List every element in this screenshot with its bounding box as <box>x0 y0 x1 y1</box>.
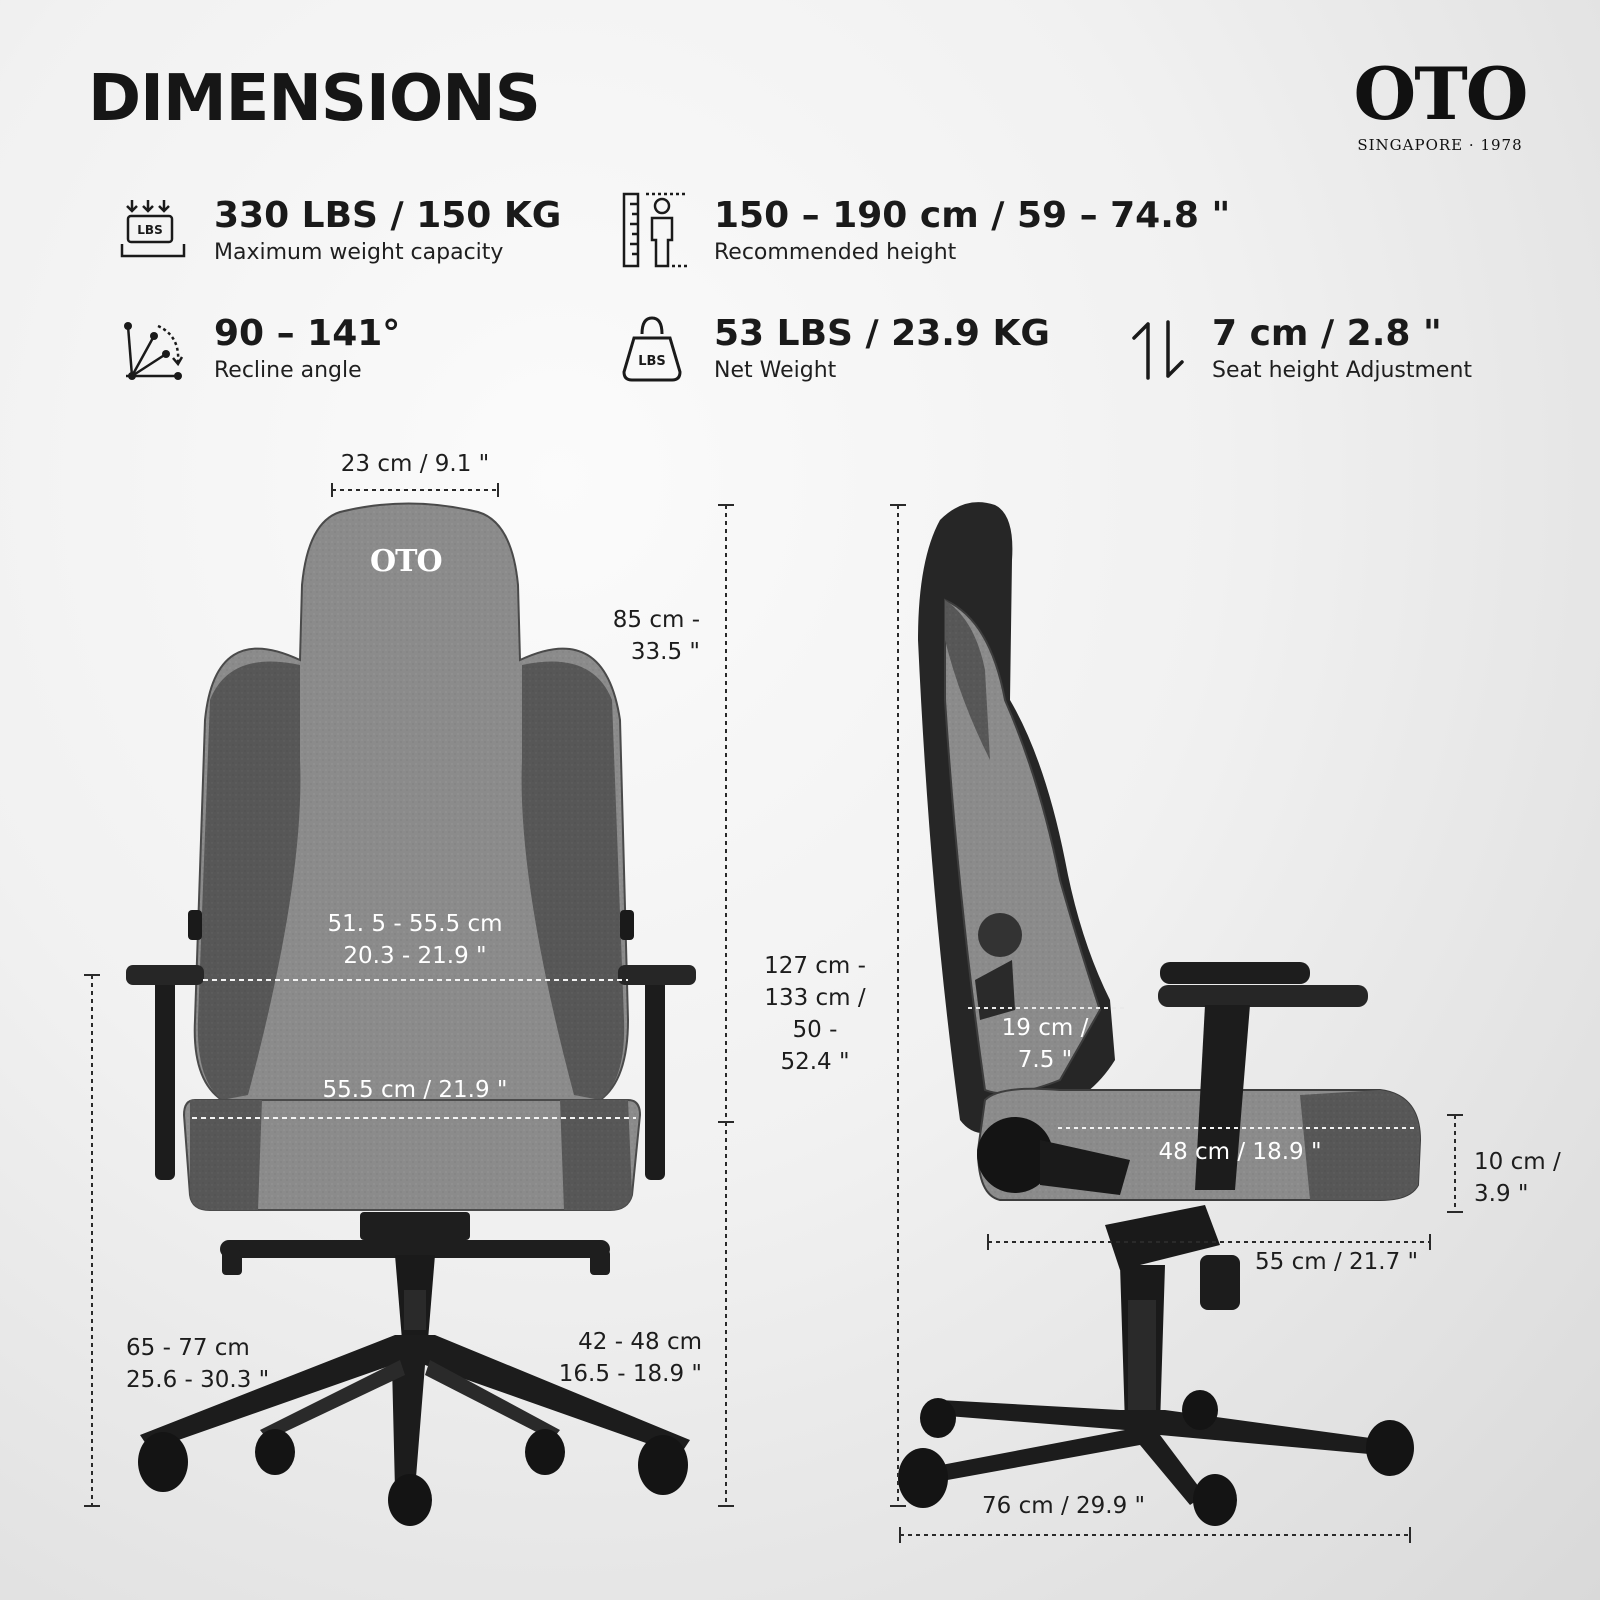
line: 33.5 " <box>630 639 700 665</box>
svg-text:LBS: LBS <box>137 223 162 237</box>
base-width-label: 76 cm / 29.9 " <box>982 1493 1146 1519</box>
line: 127 cm - <box>764 953 866 979</box>
up-down-arrows-icon <box>1132 320 1184 380</box>
right-arm-post <box>645 975 665 1180</box>
headrest-width-label: 23 cm / 9.1 " <box>340 451 490 477</box>
spec-weight-capacity: 330 LBS / 150 KG Maximum weight capacity <box>214 195 561 265</box>
line: 16.5 - 18.9 " <box>558 1361 702 1387</box>
front-backrest <box>193 502 630 1101</box>
spec-label: Recommended height <box>714 240 957 265</box>
lumbar-label: 19 cm / 7.5 " <box>985 1012 1105 1076</box>
spec-value: 330 LBS / 150 KG <box>214 195 562 236</box>
side-base <box>915 1400 1385 1505</box>
spec-value: 90 – 141° <box>214 313 401 354</box>
side-chair <box>898 502 1422 1526</box>
line: 52.4 " <box>780 1049 850 1075</box>
front-chair <box>126 502 696 1526</box>
front-base <box>140 1335 690 1490</box>
seat-depth-label: 48 cm / 18.9 " <box>1158 1139 1322 1165</box>
svg-text:LBS: LBS <box>638 354 666 369</box>
line: 7.5 " <box>1017 1047 1073 1073</box>
brand-logo: OTO SINGAPORE · 1978 <box>1340 51 1540 155</box>
side-arm-pad-top <box>1160 962 1310 984</box>
seat-width-label: 55.5 cm / 21.9 " <box>322 1077 508 1103</box>
kettlebell-weight-icon: LBS <box>622 316 682 382</box>
line: 42 - 48 cm <box>578 1329 702 1355</box>
page-title: DIMENSIONS <box>88 62 541 136</box>
backrest-width-label: 51. 5 - 55.5 cm 20.3 - 21.9 " <box>290 908 540 972</box>
total-height-label: 127 cm - 133 cm / 50 - 52.4 " <box>755 950 875 1078</box>
front-inner-dim-lines <box>192 979 636 1119</box>
spec-label: Recline angle <box>214 358 362 383</box>
spec-value: 150 – 190 cm / 59 – 74.8 " <box>714 195 1231 236</box>
seat-height-label: 42 - 48 cm 16.5 - 18.9 " <box>520 1326 702 1390</box>
line: 65 - 77 cm <box>126 1335 250 1361</box>
side-casters <box>898 1390 1414 1526</box>
right-wing <box>521 661 625 1100</box>
line: 19 cm / <box>1001 1015 1089 1041</box>
left-wing <box>197 661 301 1100</box>
front-casters <box>138 1429 688 1526</box>
armrest-height-label: 65 - 77 cm 25.6 - 30.3 " <box>126 1332 269 1396</box>
left-arm-post <box>155 975 175 1180</box>
weight-capacity-icon: LBS <box>120 200 186 258</box>
logo-word: OTO <box>1353 51 1528 136</box>
left-arm-pad <box>126 965 204 985</box>
side-arm-post <box>1195 1005 1250 1190</box>
chair-depth-label: 55 cm / 21.7 " <box>1255 1249 1419 1275</box>
chair-logo: OTO <box>370 544 443 579</box>
spec-value: 53 LBS / 23.9 KG <box>714 313 1050 354</box>
line: 3.9 " <box>1474 1181 1529 1207</box>
line: 133 cm / <box>764 985 866 1011</box>
spec-net-weight: 53 LBS / 23.9 KG Net Weight <box>714 313 1050 383</box>
line: 50 - <box>792 1017 838 1043</box>
backrest-height-label: 85 cm - 33.5 " <box>560 604 700 668</box>
line: 51. 5 - 55.5 cm <box>327 911 503 937</box>
logo-subtitle: SINGAPORE · 1978 <box>1357 136 1523 154</box>
line: 25.6 - 30.3 " <box>126 1367 270 1393</box>
line: 20.3 - 21.9 " <box>343 943 487 969</box>
line: 10 cm / <box>1474 1149 1561 1175</box>
recline-angle-icon <box>124 322 184 380</box>
right-arm-pad <box>618 965 696 985</box>
dimension-lines <box>84 483 1463 1543</box>
spec-seat-height-adjustment: 7 cm / 2.8 " Seat height Adjustment <box>1212 313 1472 383</box>
spec-label: Maximum weight capacity <box>214 240 504 265</box>
side-arm-pad <box>1158 985 1368 1007</box>
seat-thickness-label: 10 cm / 3.9 " <box>1474 1146 1561 1210</box>
spec-label: Net Weight <box>714 358 837 383</box>
line: 85 cm - <box>612 607 700 633</box>
spec-value: 7 cm / 2.8 " <box>1212 313 1442 354</box>
spec-label: Seat height Adjustment <box>1212 358 1473 383</box>
height-ruler-person-icon <box>622 192 688 268</box>
spec-recommended-height: 150 – 190 cm / 59 – 74.8 " Recommended h… <box>714 195 1230 265</box>
spec-recline-angle: 90 – 141° Recline angle <box>214 313 400 383</box>
